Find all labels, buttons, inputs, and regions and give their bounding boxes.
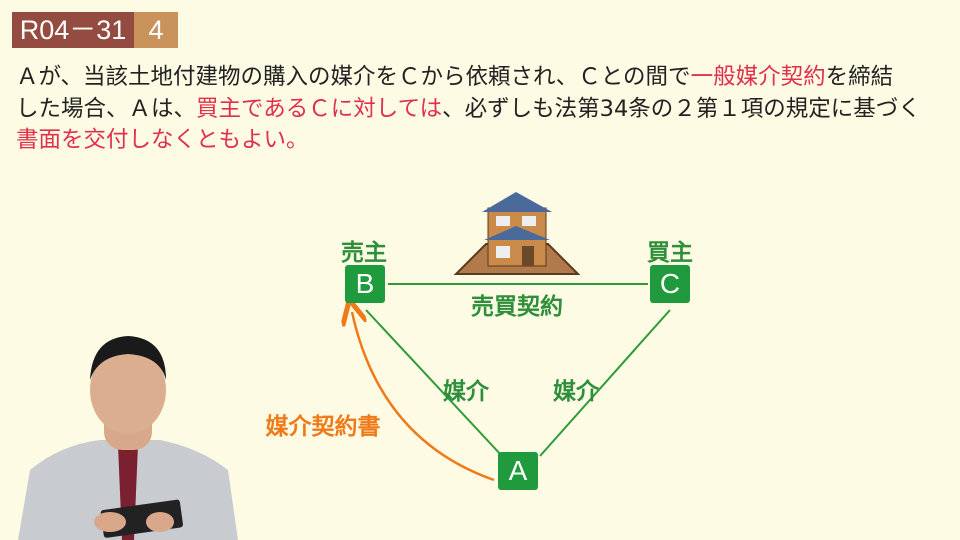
brokerage-left-label: 媒介 [443,379,489,405]
question-line-1: Ａが、当該土地付建物の購入の媒介をＣから依頼され、Ｃとの間で一般媒介契約を締結 [16,59,893,91]
brokerage-line-b [365,309,503,457]
question-id-badge: R04－31 [12,12,134,48]
buyer-label: 買主 [647,240,693,266]
highlight-text: 一般媒介契約 [690,64,826,90]
choice-number-badge: 4 [134,12,178,48]
seller-label: 売主 [341,240,387,266]
question-line-3: 書面を交付しなくともよい。 [16,122,309,154]
highlight-text: 書面を交付しなくともよい。 [16,127,309,153]
text: した場合、Ａは、 [16,96,197,122]
node-b: B [345,265,385,303]
text: 、必ずしも法第34条の２第１項の規定に基づく [442,96,921,122]
text: を締結 [825,64,894,90]
node-c: C [650,265,690,303]
brokerage-line-c [539,309,671,457]
question-line-2: した場合、Ａは、買主であるＣに対しては、必ずしも法第34条の２第１項の規定に基づ… [16,91,921,123]
text: Ａが、当該土地付建物の購入の媒介をＣから依頼され、Ｃとの間で [16,64,691,90]
document-arrow [352,312,495,482]
highlight-text: 買主であるＣに対しては [196,96,443,122]
brokerage-right-label: 媒介 [553,379,599,405]
node-a: A [498,452,538,490]
sale-contract-label: 売買契約 [471,294,563,320]
presenter-image [18,336,238,540]
house-icon [453,192,581,275]
brokerage-contract-doc-label: 媒介契約書 [265,414,381,440]
